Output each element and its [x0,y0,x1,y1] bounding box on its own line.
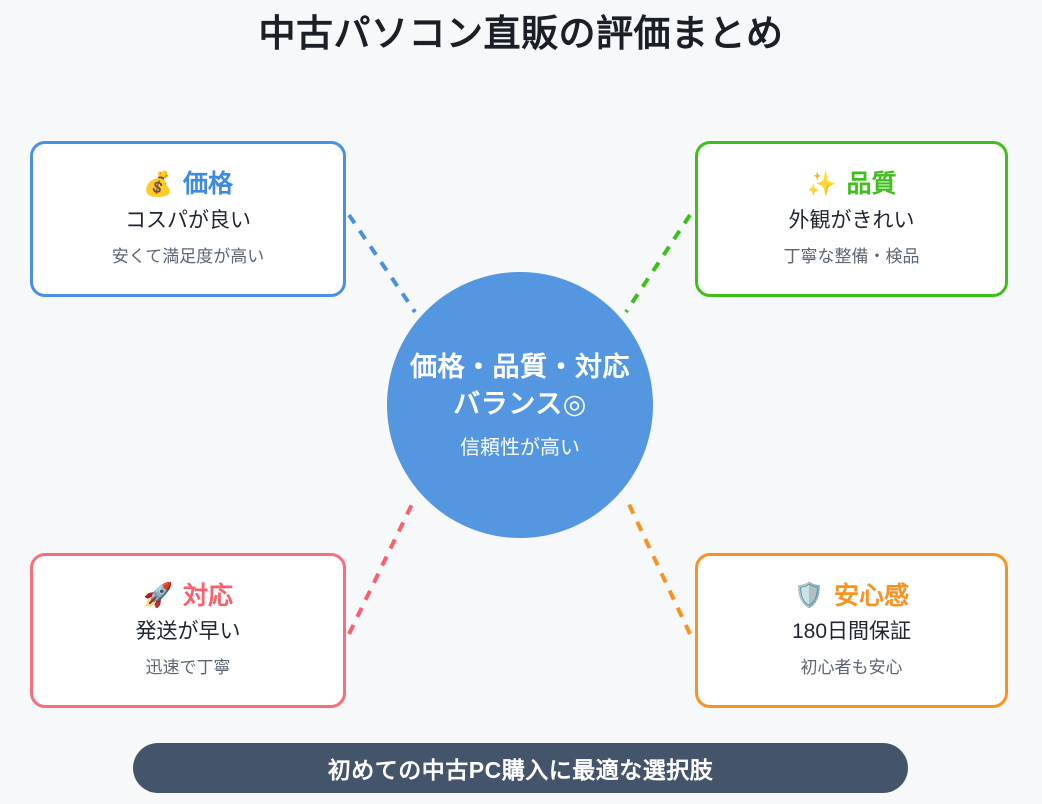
card-trust-sub-text: 初心者も安心 [800,658,903,678]
page-title: 中古パソコン直販の評価まとめ [258,13,784,54]
card-trust-header: 🛡️ 安心感 [794,581,909,611]
card-quality-title: 品質 [846,170,897,198]
card-trust[interactable]: 🛡️ 安心感 180日間保証 初心者も安心 [695,553,1008,708]
card-support-main-text: 発送が早い [135,620,241,643]
card-quality[interactable]: ✨ 品質 外観がきれい 丁寧な整備・検品 [695,141,1008,297]
card-quality-sub-text: 丁寧な整備・検品 [783,246,920,266]
sparkles-icon: ✨ [806,170,837,198]
card-price-main-text: コスパが良い [125,208,251,232]
center-summary-circle: 価格・品質・対応 バランス◎ 信頼性が高い [387,272,653,538]
card-quality-main-text: 外観がきれい [788,208,915,232]
bottom-banner: 初めての中古PC購入に最適な選択肢 [133,743,908,793]
connector-trust-to-center [624,497,692,635]
center-line-1: 価格・品質・対応 [410,351,630,382]
card-support[interactable]: 🚀 対応 発送が早い 迅速で丁寧 [30,553,346,708]
center-line-2: バランス◎ [453,389,587,419]
center-sub-text: 信頼性が高い [460,437,580,460]
card-support-header: 🚀 対応 [143,581,233,611]
shield-icon: 🛡️ [794,582,824,610]
connector-quality-to-center [624,213,692,314]
connector-support-to-center [347,497,417,635]
card-quality-header: ✨ 品質 [806,170,897,199]
card-trust-title: 安心感 [833,581,909,610]
money-bag-icon: 💰 [143,170,173,198]
card-price-title: 価格 [182,170,233,198]
card-trust-main-text: 180日間保証 [791,620,912,643]
card-price[interactable]: 💰 価格 コスパが良い 安くて満足度が高い [30,141,346,297]
card-price-header: 💰 価格 [143,170,233,199]
rocket-icon: 🚀 [143,582,173,610]
connector-price-to-center [347,213,417,314]
card-support-sub-text: 迅速で丁寧 [145,658,231,678]
bottom-banner-text: 初めての中古PC購入に最適な選択肢 [327,757,714,783]
card-price-sub-text: 安くて満足度が高い [111,246,265,266]
card-support-title: 対応 [182,581,233,610]
